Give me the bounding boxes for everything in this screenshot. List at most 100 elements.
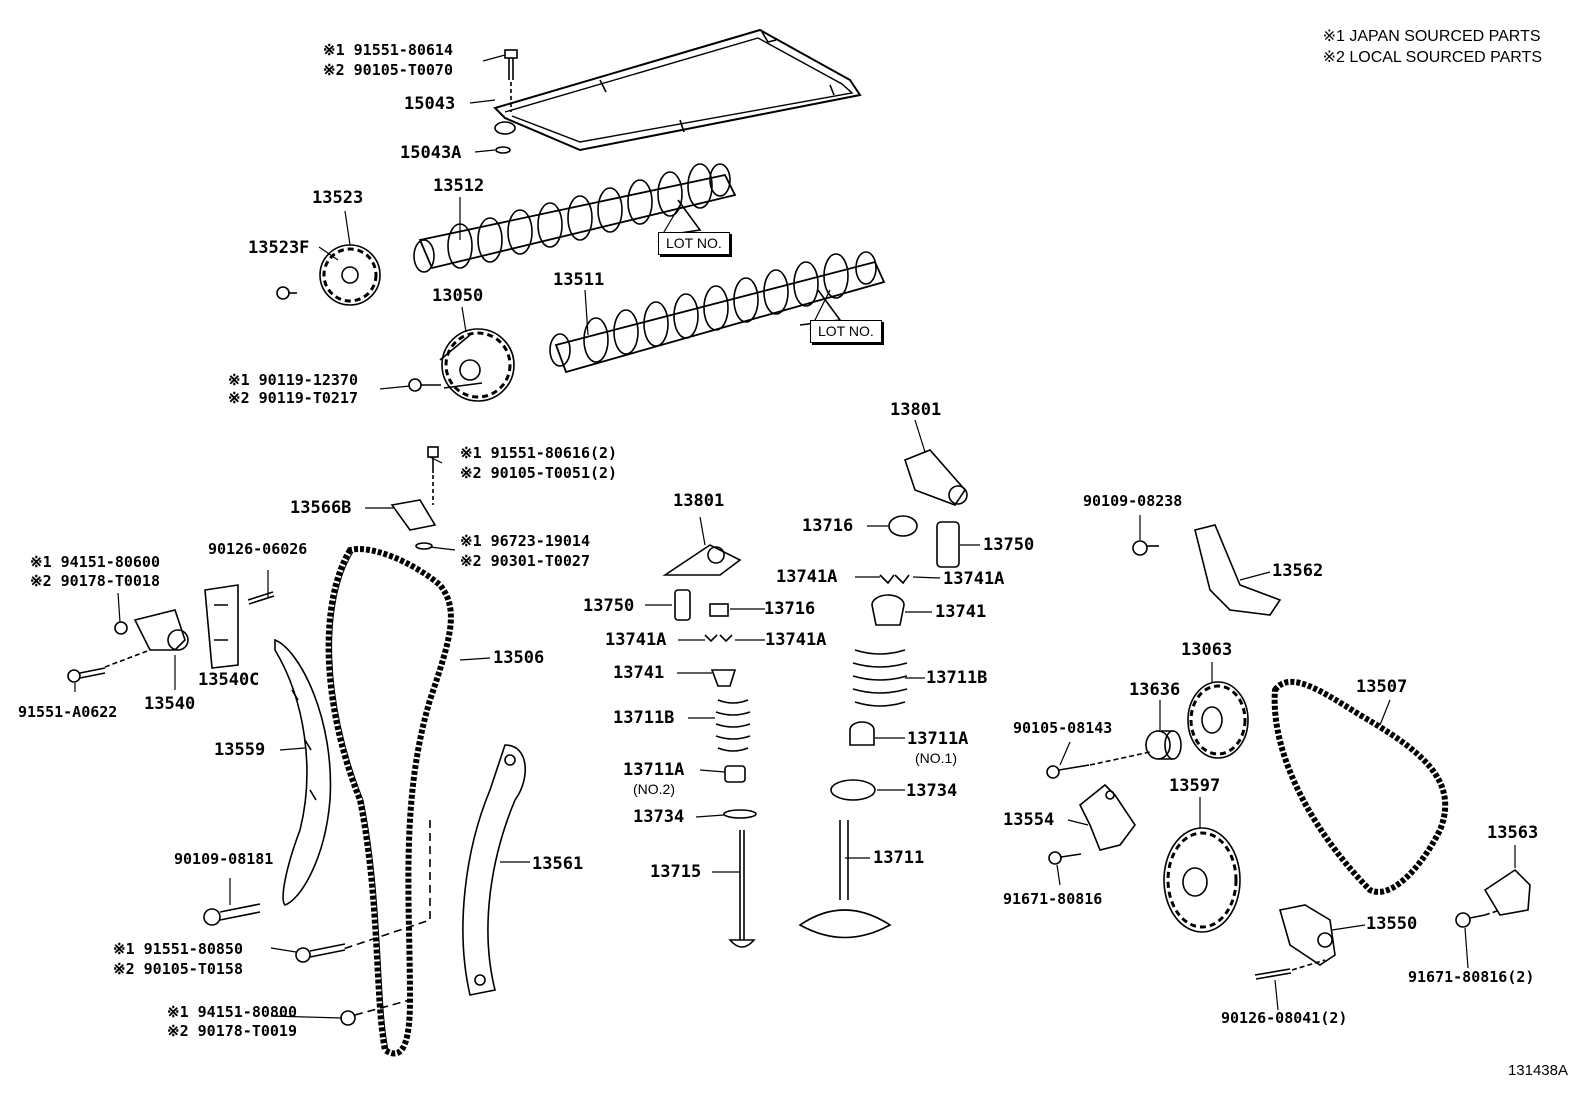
legend: ※1 JAPAN SOURCED PARTS ※2 LOCAL SOURCED …: [1323, 26, 1542, 68]
part-label: ※1 94151-80600: [30, 553, 160, 571]
chain-guide-13562: [1194, 524, 1282, 616]
part-label: ※1 94151-80800: [167, 1003, 297, 1021]
part-label: 13562: [1272, 561, 1324, 581]
part-label: 90109-08238: [1083, 492, 1183, 510]
part-label: 13741: [935, 602, 987, 622]
spacer-13636: [1145, 730, 1182, 760]
part-label: ※1 91551-80614: [323, 41, 453, 59]
figure-id: 131438A: [1507, 1062, 1568, 1079]
bolt-91551-80850: [295, 943, 346, 963]
part-label: 13741A: [765, 630, 827, 650]
part-label: 13561: [532, 854, 584, 874]
stud-90126-08041: [1254, 959, 1326, 980]
plate-13566b: [390, 446, 439, 550]
part-label: 13750: [583, 596, 635, 616]
tensioner-13540: [133, 609, 189, 651]
gasket-13540c: [204, 584, 239, 669]
part-label: ※2 90105-T0051(2): [460, 464, 618, 482]
legend-local: ※2 LOCAL SOURCED PARTS: [1322, 49, 1542, 66]
nut-94151: [114, 621, 128, 635]
bolt-90119: [408, 378, 441, 392]
part-label: 90105-08143: [1013, 719, 1113, 737]
part-label: 13559: [214, 740, 266, 760]
part-label: 13550: [1366, 914, 1418, 934]
part-label: 13801: [673, 491, 725, 511]
part-label: 13711A: [623, 760, 685, 780]
part-label: 90109-08181: [174, 850, 274, 868]
bolt-91551-a0622: [67, 649, 151, 683]
chain-13506: [325, 546, 454, 1057]
part-label: ※2 90105-T0158: [113, 960, 243, 978]
part-label: 91671-80816(2): [1408, 968, 1535, 986]
part-label: 13711: [873, 848, 925, 868]
sprocket-13063: [1187, 681, 1249, 759]
bolt-91551-80614: [494, 49, 518, 154]
part-label: (NO.1): [915, 750, 957, 766]
lot-no-box: LOT NO.: [658, 232, 730, 255]
bolt-90109-08181: [203, 903, 261, 926]
part-label: 13554: [1003, 810, 1055, 830]
part-label: 13566B: [290, 498, 352, 518]
part-label: 13512: [433, 176, 485, 196]
part-label: ※1 91551-80850: [113, 940, 243, 958]
part-label: (NO.2): [633, 781, 675, 797]
chain-13507: [1271, 678, 1449, 895]
bolt-13523f: [276, 286, 297, 300]
part-label: 13734: [633, 807, 685, 827]
nut-94151-80800: [340, 1010, 356, 1026]
part-label: 13540: [144, 694, 196, 714]
gasket-13563: [1483, 868, 1531, 916]
part-label: 13063: [1181, 640, 1233, 660]
stud-90126: [247, 591, 275, 605]
vvt-gear-13050: [439, 328, 515, 402]
part-label: 90126-06026: [208, 540, 308, 558]
part-label: 13711A: [907, 729, 969, 749]
slipper-13561: [462, 744, 526, 996]
gasket-15043: [493, 28, 862, 152]
part-label: 91551-A0622: [18, 703, 118, 721]
part-label: 13636: [1129, 680, 1181, 700]
camshaft-13511: [549, 251, 886, 374]
valve-stack-right: [798, 515, 960, 939]
lot-no-box: LOT NO.: [810, 320, 882, 343]
part-label: 13597: [1169, 776, 1221, 796]
part-label: 13801: [890, 400, 942, 420]
part-label: 13741: [613, 663, 665, 683]
part-label: ※2 90119-T0217: [228, 389, 358, 407]
part-label: 13715: [650, 862, 702, 882]
part-label: 15043: [404, 94, 456, 114]
part-label: ※2 90178-T0018: [30, 572, 160, 590]
part-label: ※2 90178-T0019: [167, 1022, 297, 1040]
bolt-90109-08238: [1132, 540, 1159, 556]
legend-japan: ※1 JAPAN SOURCED PARTS: [1322, 28, 1541, 45]
part-label: 13507: [1356, 677, 1408, 697]
part-label: 91671-80816: [1003, 890, 1103, 908]
part-label: 13711B: [613, 708, 675, 728]
part-label: 15043A: [400, 143, 462, 163]
part-label: ※1 96723-19014: [460, 532, 590, 550]
part-label: 13506: [493, 648, 545, 668]
plate-13554: [1078, 783, 1136, 851]
part-label: 13563: [1487, 823, 1539, 843]
tensioner-13550: [1278, 904, 1336, 966]
sprocket-13597: [1163, 827, 1241, 933]
part-label: 13523: [312, 188, 364, 208]
part-label: 13716: [764, 599, 816, 619]
leader-dashed: [339, 820, 431, 951]
part-label: 13741A: [943, 569, 1005, 589]
bolt-91671-80816-2: [1455, 909, 1501, 928]
valve-stack-left: [674, 589, 757, 948]
part-label: 13734: [906, 781, 958, 801]
part-label: 13716: [802, 516, 854, 536]
part-label: 13523F: [248, 238, 310, 258]
part-label: ※2 90301-T0027: [460, 552, 590, 570]
leader-dashed: [354, 999, 411, 1016]
part-label: 90126-08041(2): [1221, 1009, 1348, 1027]
guide-13559: [274, 638, 332, 906]
part-label: 13050: [432, 286, 484, 306]
rocker-arm-13801-right: [904, 449, 968, 506]
part-label: ※2 90105-T0070: [323, 61, 453, 79]
part-label: 13511: [553, 270, 605, 290]
part-label: ※1 91551-80616(2): [460, 444, 618, 462]
